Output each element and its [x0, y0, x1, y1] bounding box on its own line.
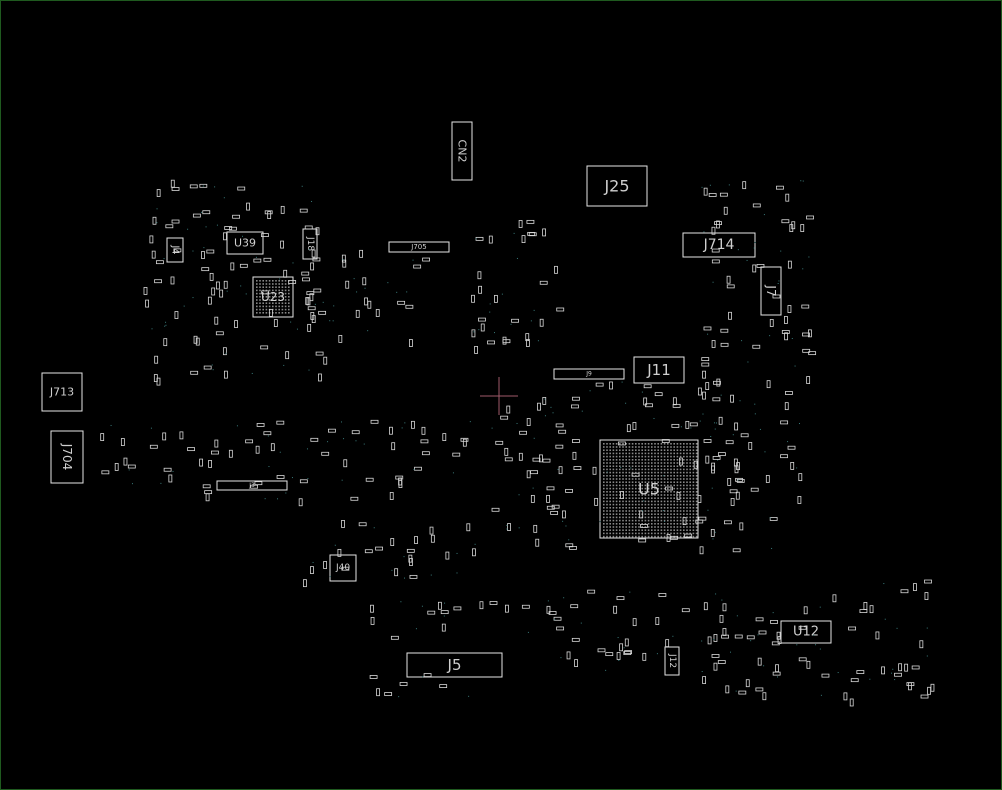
component-j714[interactable]: J714	[682, 232, 756, 258]
component-label: J713	[49, 386, 74, 399]
component-u12[interactable]: U12	[780, 620, 832, 644]
component-label: J4	[170, 244, 181, 254]
component-label: U23	[261, 290, 285, 304]
component-j11[interactable]: J11	[633, 356, 685, 384]
component-label: J12	[667, 653, 677, 668]
component-label: CN2	[456, 140, 469, 163]
passive-components	[100, 179, 935, 707]
component-j713[interactable]: J713	[41, 372, 83, 412]
component-label: J714	[703, 237, 735, 253]
component-label: J704	[60, 443, 74, 470]
component-j12[interactable]: J12	[664, 646, 680, 676]
component-label: J40	[335, 563, 350, 573]
component-j4[interactable]: J4	[166, 237, 184, 263]
component-label: J18	[305, 236, 315, 251]
component-j25[interactable]: J25	[586, 165, 648, 207]
component-j5[interactable]: J5	[406, 652, 503, 678]
component-label: J7	[764, 284, 778, 296]
component-cn2[interactable]: CN2	[451, 121, 473, 181]
component-label: U39	[234, 237, 256, 250]
component-j705[interactable]: J705	[388, 241, 450, 253]
component-label: J705	[410, 243, 426, 251]
component-j40[interactable]: J40	[329, 554, 357, 582]
component-label: U12	[793, 625, 819, 640]
component-u39[interactable]: U39	[226, 231, 264, 255]
component-label: J25	[603, 177, 629, 196]
component-label: J5	[447, 656, 462, 674]
component-j9[interactable]: J9	[553, 368, 625, 380]
component-j704[interactable]: J704	[50, 430, 84, 484]
component-label: J9	[585, 371, 592, 378]
component-label: U5	[638, 480, 660, 499]
crosshair-cursor-icon	[480, 377, 518, 415]
component-u5[interactable]: U5	[599, 439, 699, 539]
component-label: J11	[646, 361, 671, 379]
component-j7[interactable]: J7	[760, 266, 782, 316]
component-u23[interactable]: U23	[252, 276, 294, 318]
